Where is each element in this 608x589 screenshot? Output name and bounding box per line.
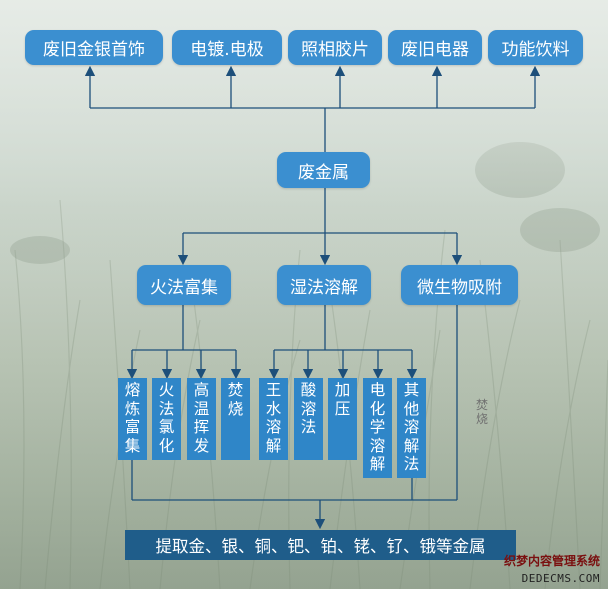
wet-step-electrochemical: 电化学溶解 (363, 378, 392, 478)
result-extracted-metals: 提取金、银、铜、钯、铂、铑、钌、锇等金属 (125, 530, 516, 560)
source-jewelry: 废旧金银首饰 (25, 30, 163, 65)
source-old-appliances: 废旧电器 (388, 30, 482, 65)
method-wet-dissolution: 湿法溶解 (277, 265, 371, 305)
fire-step-volatilization: 高温挥发 (187, 378, 216, 460)
watermark-domain: DEDECMS.COM (521, 572, 600, 585)
method-fire-enrichment: 火法富集 (137, 265, 231, 305)
center-scrap-metal: 废金属 (277, 152, 370, 188)
source-photo-film: 照相胶片 (288, 30, 382, 65)
wet-step-pressure: 加压 (328, 378, 357, 460)
fire-step-incineration: 焚烧 (221, 378, 250, 460)
wet-step-acid: 酸溶法 (294, 378, 323, 460)
wet-step-aqua-regia: 王水溶解 (259, 378, 288, 460)
watermark-text: 织梦内容管理系统 (503, 554, 600, 568)
source-electroplating: 电镀.电极 (172, 30, 282, 65)
fire-step-chlorination: 火法氯化 (152, 378, 181, 460)
side-label-incineration: 焚烧 (475, 398, 488, 426)
method-microbial-adsorption: 微生物吸附 (401, 265, 518, 305)
source-functional-drinks: 功能饮料 (488, 30, 583, 65)
fire-step-smelting: 熔炼富集 (118, 378, 147, 460)
wet-step-other: 其他溶解法 (397, 378, 426, 478)
